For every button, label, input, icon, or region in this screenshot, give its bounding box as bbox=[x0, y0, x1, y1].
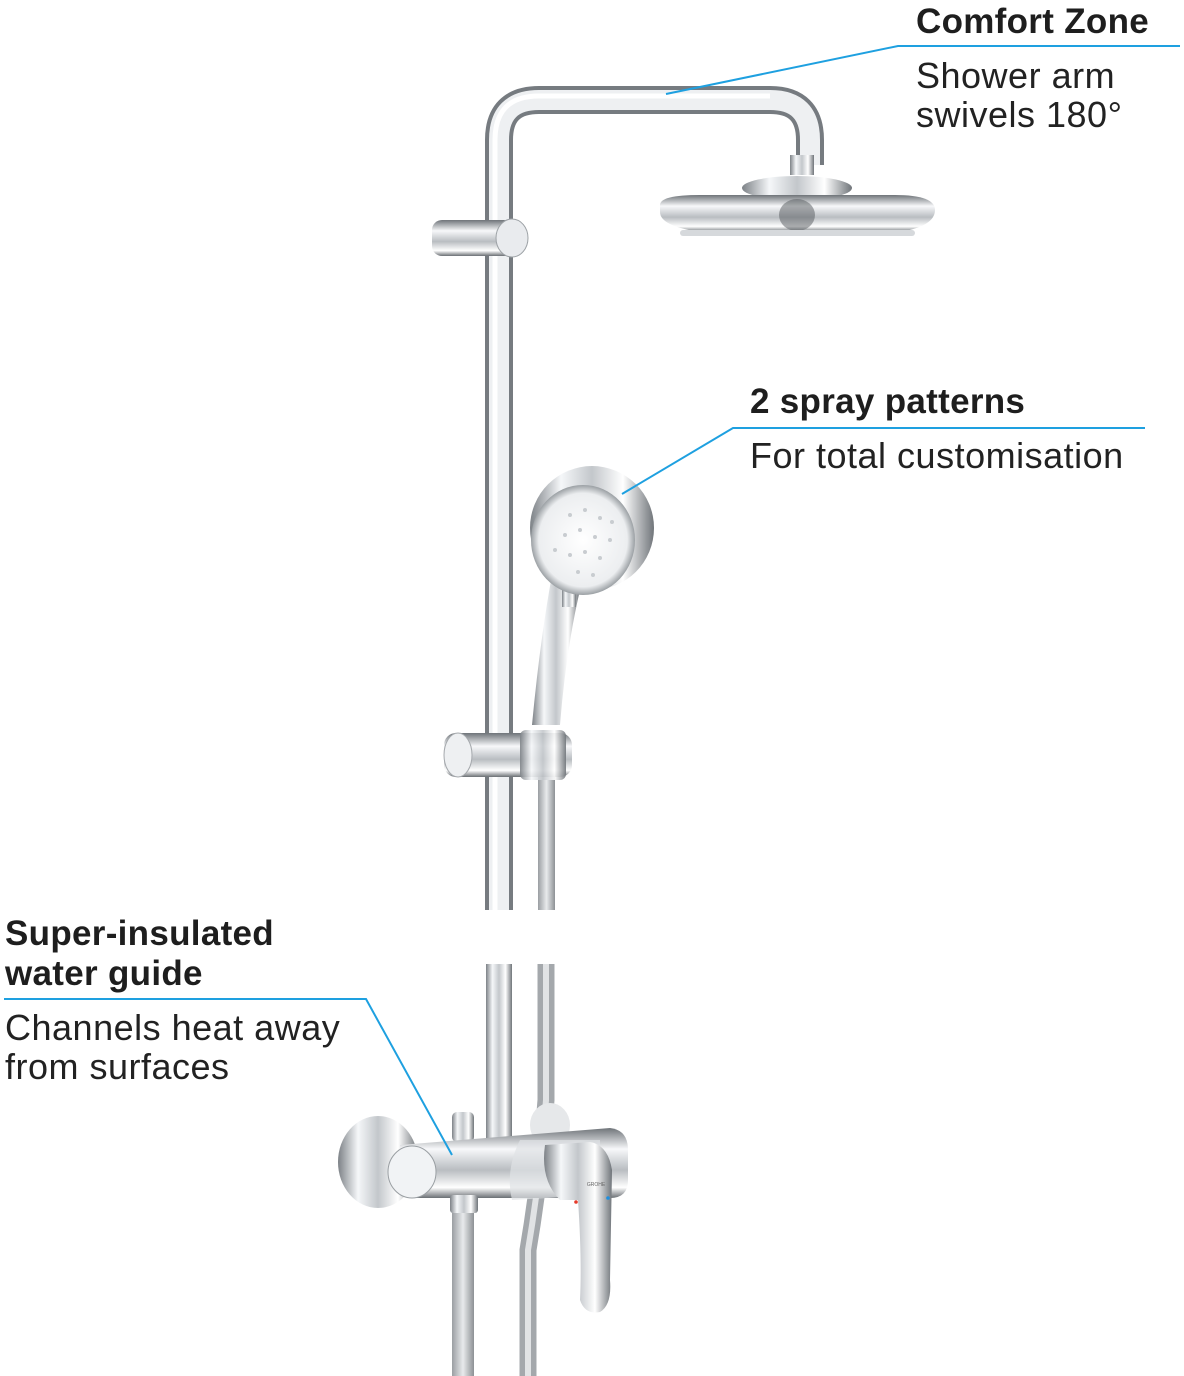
overhead-shower-head bbox=[660, 155, 935, 236]
upper-wall-bracket bbox=[432, 218, 529, 258]
callout-desc-line: Channels heat away bbox=[5, 1007, 341, 1048]
callout-title-spray-patterns: 2 spray patterns bbox=[750, 382, 1026, 421]
callout-desc-line: swivels 180° bbox=[916, 94, 1123, 135]
riser-pipe bbox=[485, 86, 824, 1144]
hand-shower bbox=[530, 466, 654, 725]
callout-line-water-guide bbox=[4, 998, 453, 1156]
shower-mixer: GROHE bbox=[338, 1103, 628, 1313]
callout-line-spray-patterns bbox=[621, 427, 1145, 495]
callout-desc-line: Shower arm bbox=[916, 55, 1116, 96]
callout-desc-line: from surfaces bbox=[5, 1046, 230, 1087]
callout-title-water-guide: water guide bbox=[5, 954, 203, 993]
callout-desc-line: For total customisation bbox=[750, 435, 1124, 476]
callout-title-comfort-zone: Comfort Zone bbox=[916, 2, 1150, 41]
callout-line-comfort-zone bbox=[665, 45, 1180, 95]
grohe-logo: GROHE bbox=[587, 1182, 606, 1188]
hand-shower-holder bbox=[443, 730, 572, 780]
callout-title-water-guide: Super-insulated bbox=[5, 914, 274, 953]
